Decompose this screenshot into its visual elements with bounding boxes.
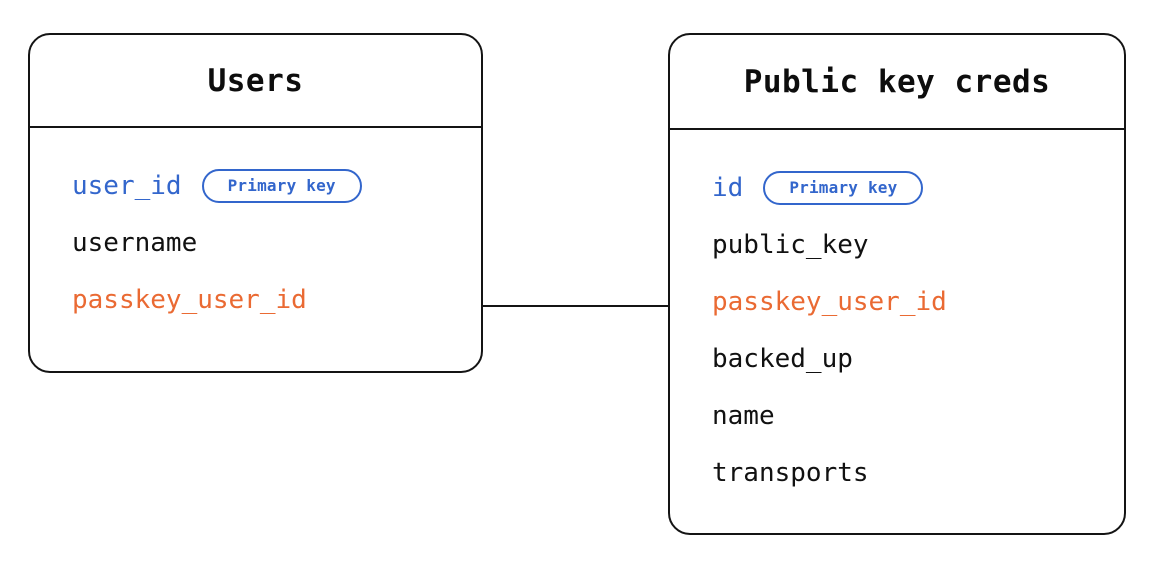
field-row-passkey-user-id[interactable]: passkey_user_id — [670, 273, 1124, 330]
field-name-transports: transports — [712, 457, 869, 488]
field-row-passkey-user-id[interactable]: passkey_user_id — [30, 271, 481, 328]
entity-header-public-key-creds: Public key creds — [670, 35, 1124, 130]
field-row-user-id[interactable]: user_id Primary key — [30, 157, 481, 214]
primary-key-badge: Primary key — [763, 170, 924, 205]
field-row-username[interactable]: username — [30, 214, 481, 271]
field-name-id: id — [712, 172, 744, 203]
field-name-passkey-user-id: passkey_user_id — [712, 286, 947, 317]
field-name-backed-up: backed_up — [712, 343, 853, 374]
field-name-public-key: public_key — [712, 229, 869, 260]
field-name-user-id: user_id — [72, 170, 182, 201]
field-row-name[interactable]: name — [670, 387, 1124, 444]
primary-key-badge-label: Primary key — [789, 178, 898, 197]
field-name-username: username — [72, 227, 198, 258]
entity-field-list-public-key-creds: id Primary key public_key passkey_user_i… — [670, 130, 1124, 501]
field-row-public-key[interactable]: public_key — [670, 216, 1124, 273]
entity-field-list-users: user_id Primary key username passkey_use… — [30, 128, 481, 328]
entity-header-users: Users — [30, 35, 481, 128]
primary-key-badge-label: Primary key — [227, 176, 336, 195]
entity-table-users[interactable]: Users user_id Primary key username passk… — [28, 33, 483, 373]
relationship-connector-line — [481, 305, 670, 307]
entity-table-public-key-creds[interactable]: Public key creds id Primary key public_k… — [668, 33, 1126, 535]
field-name-passkey-user-id: passkey_user_id — [72, 284, 307, 315]
entity-title-public-key-creds: Public key creds — [743, 63, 1051, 100]
field-row-backed-up[interactable]: backed_up — [670, 330, 1124, 387]
primary-key-badge: Primary key — [201, 168, 362, 203]
field-row-id[interactable]: id Primary key — [670, 159, 1124, 216]
entity-title-users: Users — [207, 62, 304, 99]
field-row-transports[interactable]: transports — [670, 444, 1124, 501]
field-name-name: name — [712, 400, 775, 431]
